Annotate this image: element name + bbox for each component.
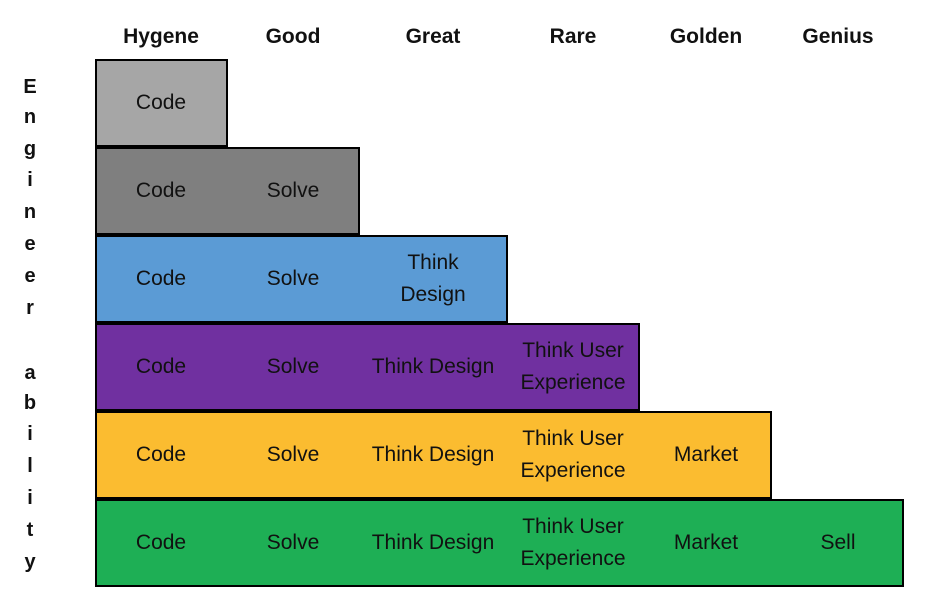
column-header-hygene: Hygene — [123, 25, 199, 48]
tier-row: Code Solve Think Design — [95, 235, 508, 323]
skill-cell: Market — [673, 443, 739, 466]
skill-cell: Think Design — [400, 251, 466, 306]
skill-cell: Code — [135, 267, 187, 290]
column-header-golden: Golden — [669, 25, 743, 48]
tier-row: Code — [95, 59, 228, 147]
skill-cell: Think Design — [371, 443, 495, 466]
vertical-label-letter: i — [27, 487, 33, 509]
tier-row: Code Solve Think Design Think User Experien… — [95, 323, 640, 411]
skill-cell: Think Design — [371, 355, 495, 378]
skill-cell: Market — [673, 531, 739, 554]
vertical-label-letter: g — [23, 138, 37, 160]
vertical-label-letter: E — [23, 76, 37, 98]
skill-cell: Solve — [266, 355, 320, 378]
vertical-label-letter: e — [24, 233, 36, 255]
column-header-genius: Genius — [802, 25, 874, 48]
skill-cell: Code — [135, 91, 187, 114]
skill-cell: Think Design — [371, 531, 495, 554]
skill-cell: Code — [135, 443, 187, 466]
skill-cell: Solve — [266, 443, 320, 466]
skill-cell: Solve — [266, 531, 320, 554]
vertical-label-letter: i — [27, 169, 33, 191]
vertical-label-letter: b — [23, 392, 37, 414]
vertical-label-letter: a — [24, 362, 36, 384]
tier-row: Code Solve Think Design Think User Experien… — [95, 499, 904, 587]
vertical-label-letter: y — [24, 551, 36, 573]
skill-cell: Solve — [266, 179, 320, 202]
vertical-label-letter: t — [26, 519, 34, 541]
tier-row: Code Solve Think Design Think User Experien… — [95, 411, 772, 499]
column-header-great: Great — [405, 25, 461, 48]
skill-cell: Think User Experience — [520, 515, 626, 570]
vertical-label-letter: n — [23, 106, 37, 128]
vertical-label-letter: r — [26, 297, 34, 319]
vertical-label-letter: l — [27, 455, 33, 477]
skill-cell: Solve — [266, 267, 320, 290]
vertical-label-letter: e — [24, 265, 36, 287]
column-header-good: Good — [265, 25, 321, 48]
skill-cell: Code — [135, 355, 187, 378]
column-header-rare: Rare — [549, 25, 597, 48]
skill-cell: Code — [135, 179, 187, 202]
skill-cell: Think User Experience — [520, 427, 626, 482]
skill-cell: Sell — [820, 531, 856, 554]
vertical-label-letter: i — [27, 423, 33, 445]
skill-cell: Code — [135, 531, 187, 554]
vertical-label-letter: n — [23, 201, 37, 223]
skill-cell: Think User Experience — [520, 339, 626, 394]
tier-row: Code Solve — [95, 147, 360, 235]
